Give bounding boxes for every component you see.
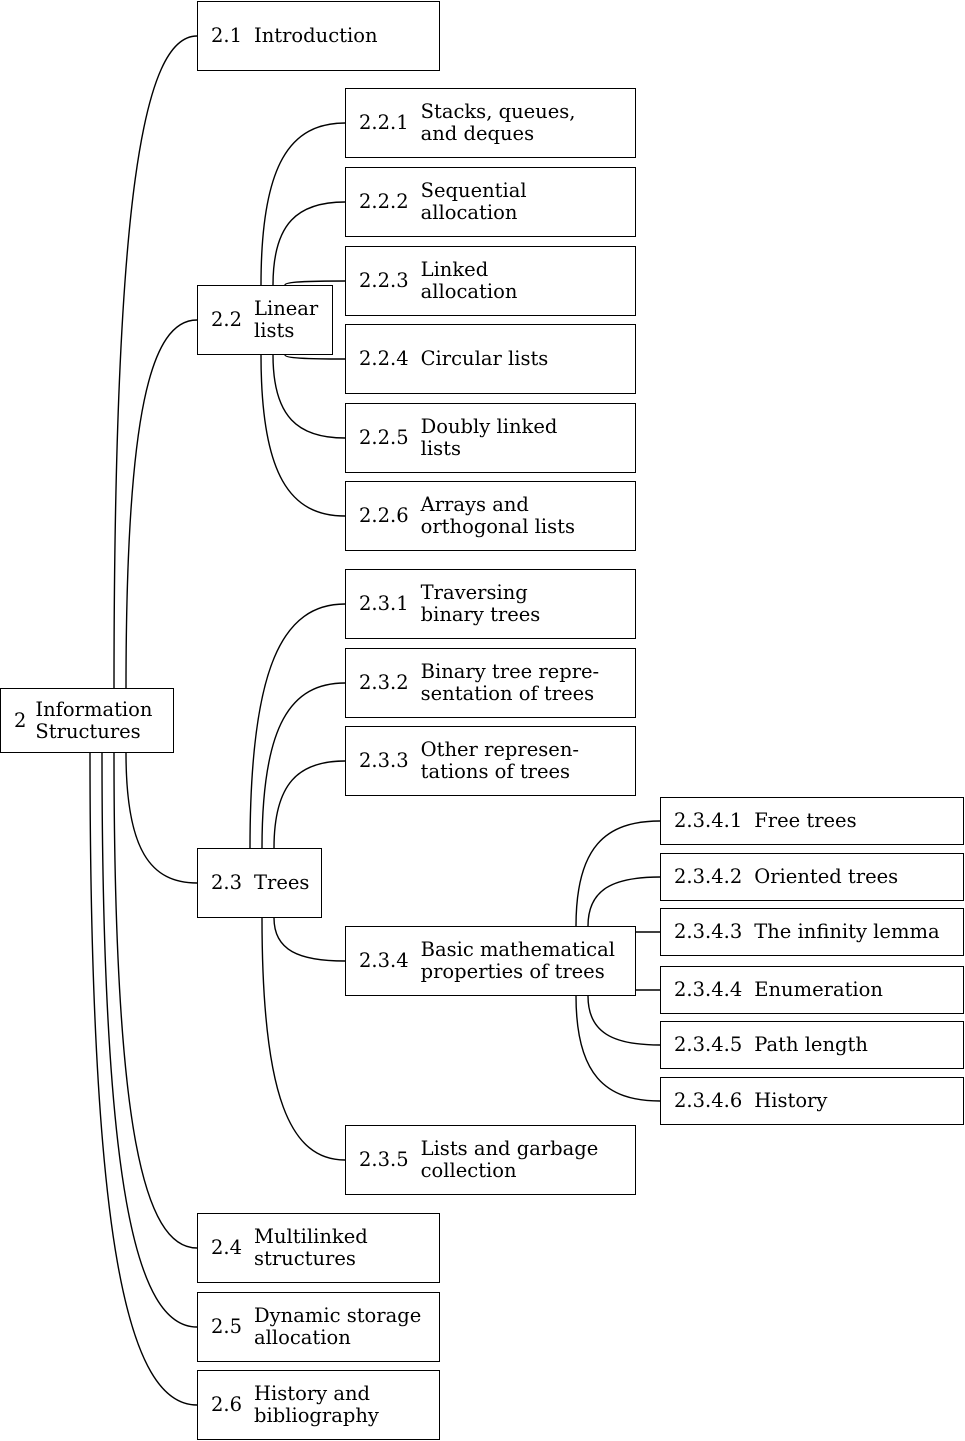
node-2-2-2-number: 2.2.2	[359, 190, 409, 213]
node-2-3-4-6-number: 2.3.4.6	[674, 1089, 743, 1112]
node-2-3-4-5: 2.3.4.5 Path length	[660, 1021, 964, 1069]
edge-2-2-to-2-2-3	[284, 280, 346, 286]
node-2-1: 2.1 Introduction	[197, 1, 440, 71]
node-2-5-title: Dynamic storage allocation	[254, 1304, 422, 1349]
edge-2-to-2-6	[89, 752, 198, 1406]
node-2-2-5: 2.2.5 Doubly linked lists	[345, 403, 636, 473]
node-2-6-title: History and bibliography	[254, 1382, 379, 1427]
node-2-3-1-number: 2.3.1	[359, 592, 409, 615]
edge-2-to-2-2	[125, 319, 198, 689]
edge-2-to-2-1	[113, 35, 198, 689]
node-2-3-4-1-title: Free trees	[754, 809, 857, 832]
node-2-3-4-2: 2.3.4.2 Oriented trees	[660, 853, 964, 901]
node-2-2: 2.2 Linear lists	[197, 285, 333, 355]
node-2-3-4-2-number: 2.3.4.2	[674, 865, 743, 888]
node-2-3-3: 2.3.3 Other represen- tations of trees	[345, 726, 636, 796]
node-2-3-2-title: Binary tree repre- sentation of trees	[420, 660, 600, 705]
node-2-3-4-4: 2.3.4.4 Enumeration	[660, 966, 964, 1014]
node-2-3-1: 2.3.1 Traversing binary trees	[345, 569, 636, 639]
node-2-3-4: 2.3.4 Basic mathematical properties of t…	[345, 926, 636, 996]
edge-2-3-4-to-2-3-4-1	[575, 820, 661, 927]
node-2-3-5-title: Lists and garbage collection	[420, 1137, 599, 1182]
node-2-3-5: 2.3.5 Lists and garbage collection	[345, 1125, 636, 1195]
edge-2-2-to-2-2-4	[284, 354, 346, 360]
node-2-6-number: 2.6	[211, 1393, 243, 1416]
node-2-2-5-number: 2.2.5	[359, 426, 409, 449]
edge-2-3-4-to-2-3-4-6	[575, 995, 661, 1102]
edge-2-2-to-2-2-5	[272, 354, 346, 439]
edge-2-3-4-to-2-3-4-5	[587, 995, 661, 1046]
edge-2-2-to-2-2-2	[272, 201, 346, 286]
node-2-3-1-title: Traversing binary trees	[420, 581, 541, 626]
node-2: 2 Information Structures	[0, 688, 174, 753]
node-2-2-6-number: 2.2.6	[359, 504, 409, 527]
edge-2-to-2-4	[113, 752, 198, 1249]
node-2-3-4-title: Basic mathematical properties of trees	[420, 938, 615, 983]
node-2-2-1: 2.2.1 Stacks, queues, and deques	[345, 88, 636, 158]
node-2-2-5-title: Doubly linked lists	[420, 415, 558, 460]
node-2-3-4-1-number: 2.3.4.1	[674, 809, 743, 832]
node-2-1-title: Introduction	[254, 24, 378, 47]
node-2-3-4-3: 2.3.4.3 The infinity lemma	[660, 908, 964, 956]
node-2-3-4-5-number: 2.3.4.5	[674, 1033, 743, 1056]
node-2-3-5-number: 2.3.5	[359, 1148, 409, 1171]
node-2-3-4-number: 2.3.4	[359, 949, 409, 972]
node-2-3-2-number: 2.3.2	[359, 671, 409, 694]
node-2-3-3-title: Other represen- tations of trees	[420, 738, 579, 783]
node-2-2-number: 2.2	[211, 308, 243, 331]
node-2-3-3-number: 2.3.3	[359, 749, 409, 772]
node-2-2-3-title: Linked allocation	[420, 258, 518, 303]
node-2-4-number: 2.4	[211, 1236, 243, 1259]
node-2-3-title: Trees	[254, 871, 310, 894]
edge-2-to-2-5	[101, 752, 198, 1328]
node-2-3-4-2-title: Oriented trees	[754, 865, 899, 888]
edge-2-3-to-2-3-5	[261, 917, 346, 1161]
node-2-3-4-6-title: History	[754, 1089, 828, 1112]
edge-2-2-to-2-2-6	[260, 354, 346, 517]
node-2-6: 2.6 History and bibliography	[197, 1370, 440, 1440]
node-2-2-2-title: Sequential allocation	[420, 179, 527, 224]
node-2-3-4-6: 2.3.4.6 History	[660, 1077, 964, 1125]
edge-2-to-2-3	[125, 752, 198, 884]
node-2-2-1-number: 2.2.1	[359, 111, 409, 134]
node-2-5-number: 2.5	[211, 1315, 243, 1338]
node-2-4-title: Multilinked structures	[254, 1225, 368, 1270]
node-2-4: 2.4 Multilinked structures	[197, 1213, 440, 1283]
node-2-2-4-number: 2.2.4	[359, 347, 409, 370]
node-2-3-4-5-title: Path length	[754, 1033, 868, 1056]
node-2-number: 2	[14, 708, 27, 732]
node-2-3-4-4-title: Enumeration	[754, 978, 883, 1001]
node-2-1-number: 2.1	[211, 24, 243, 47]
node-2-3-4-4-number: 2.3.4.4	[674, 978, 743, 1001]
edge-2-3-4-to-2-3-4-2	[587, 876, 661, 927]
node-2-3-4-1: 2.3.4.1 Free trees	[660, 797, 964, 845]
node-2-2-4-title: Circular lists	[420, 347, 549, 370]
node-2-2-3: 2.2.3 Linked allocation	[345, 246, 636, 316]
edge-2-3-to-2-3-3	[273, 760, 346, 849]
edge-2-3-to-2-3-2	[261, 682, 346, 849]
node-2-2-title: Linear lists	[254, 297, 319, 342]
node-2-2-6: 2.2.6 Arrays and orthogonal lists	[345, 481, 636, 551]
node-2-3-2: 2.3.2 Binary tree repre- sentation of tr…	[345, 648, 636, 718]
node-2-2-3-number: 2.2.3	[359, 269, 409, 292]
node-2-3-4-3-title: The infinity lemma	[754, 920, 940, 943]
node-2-5: 2.5 Dynamic storage allocation	[197, 1292, 440, 1362]
edge-2-3-to-2-3-1	[249, 603, 346, 849]
node-2-2-6-title: Arrays and orthogonal lists	[420, 493, 575, 538]
node-2-2-4: 2.2.4 Circular lists	[345, 324, 636, 394]
node-2-3-4-3-number: 2.3.4.3	[674, 920, 743, 943]
node-2-2-2: 2.2.2 Sequential allocation	[345, 167, 636, 237]
node-2-title: Information Structures	[35, 697, 153, 743]
node-2-2-1-title: Stacks, queues, and deques	[420, 100, 576, 145]
edge-2-3-to-2-3-4	[273, 917, 346, 962]
edge-2-2-to-2-2-1	[260, 122, 346, 286]
node-2-3-number: 2.3	[211, 871, 243, 894]
node-2-3: 2.3 Trees	[197, 848, 322, 918]
